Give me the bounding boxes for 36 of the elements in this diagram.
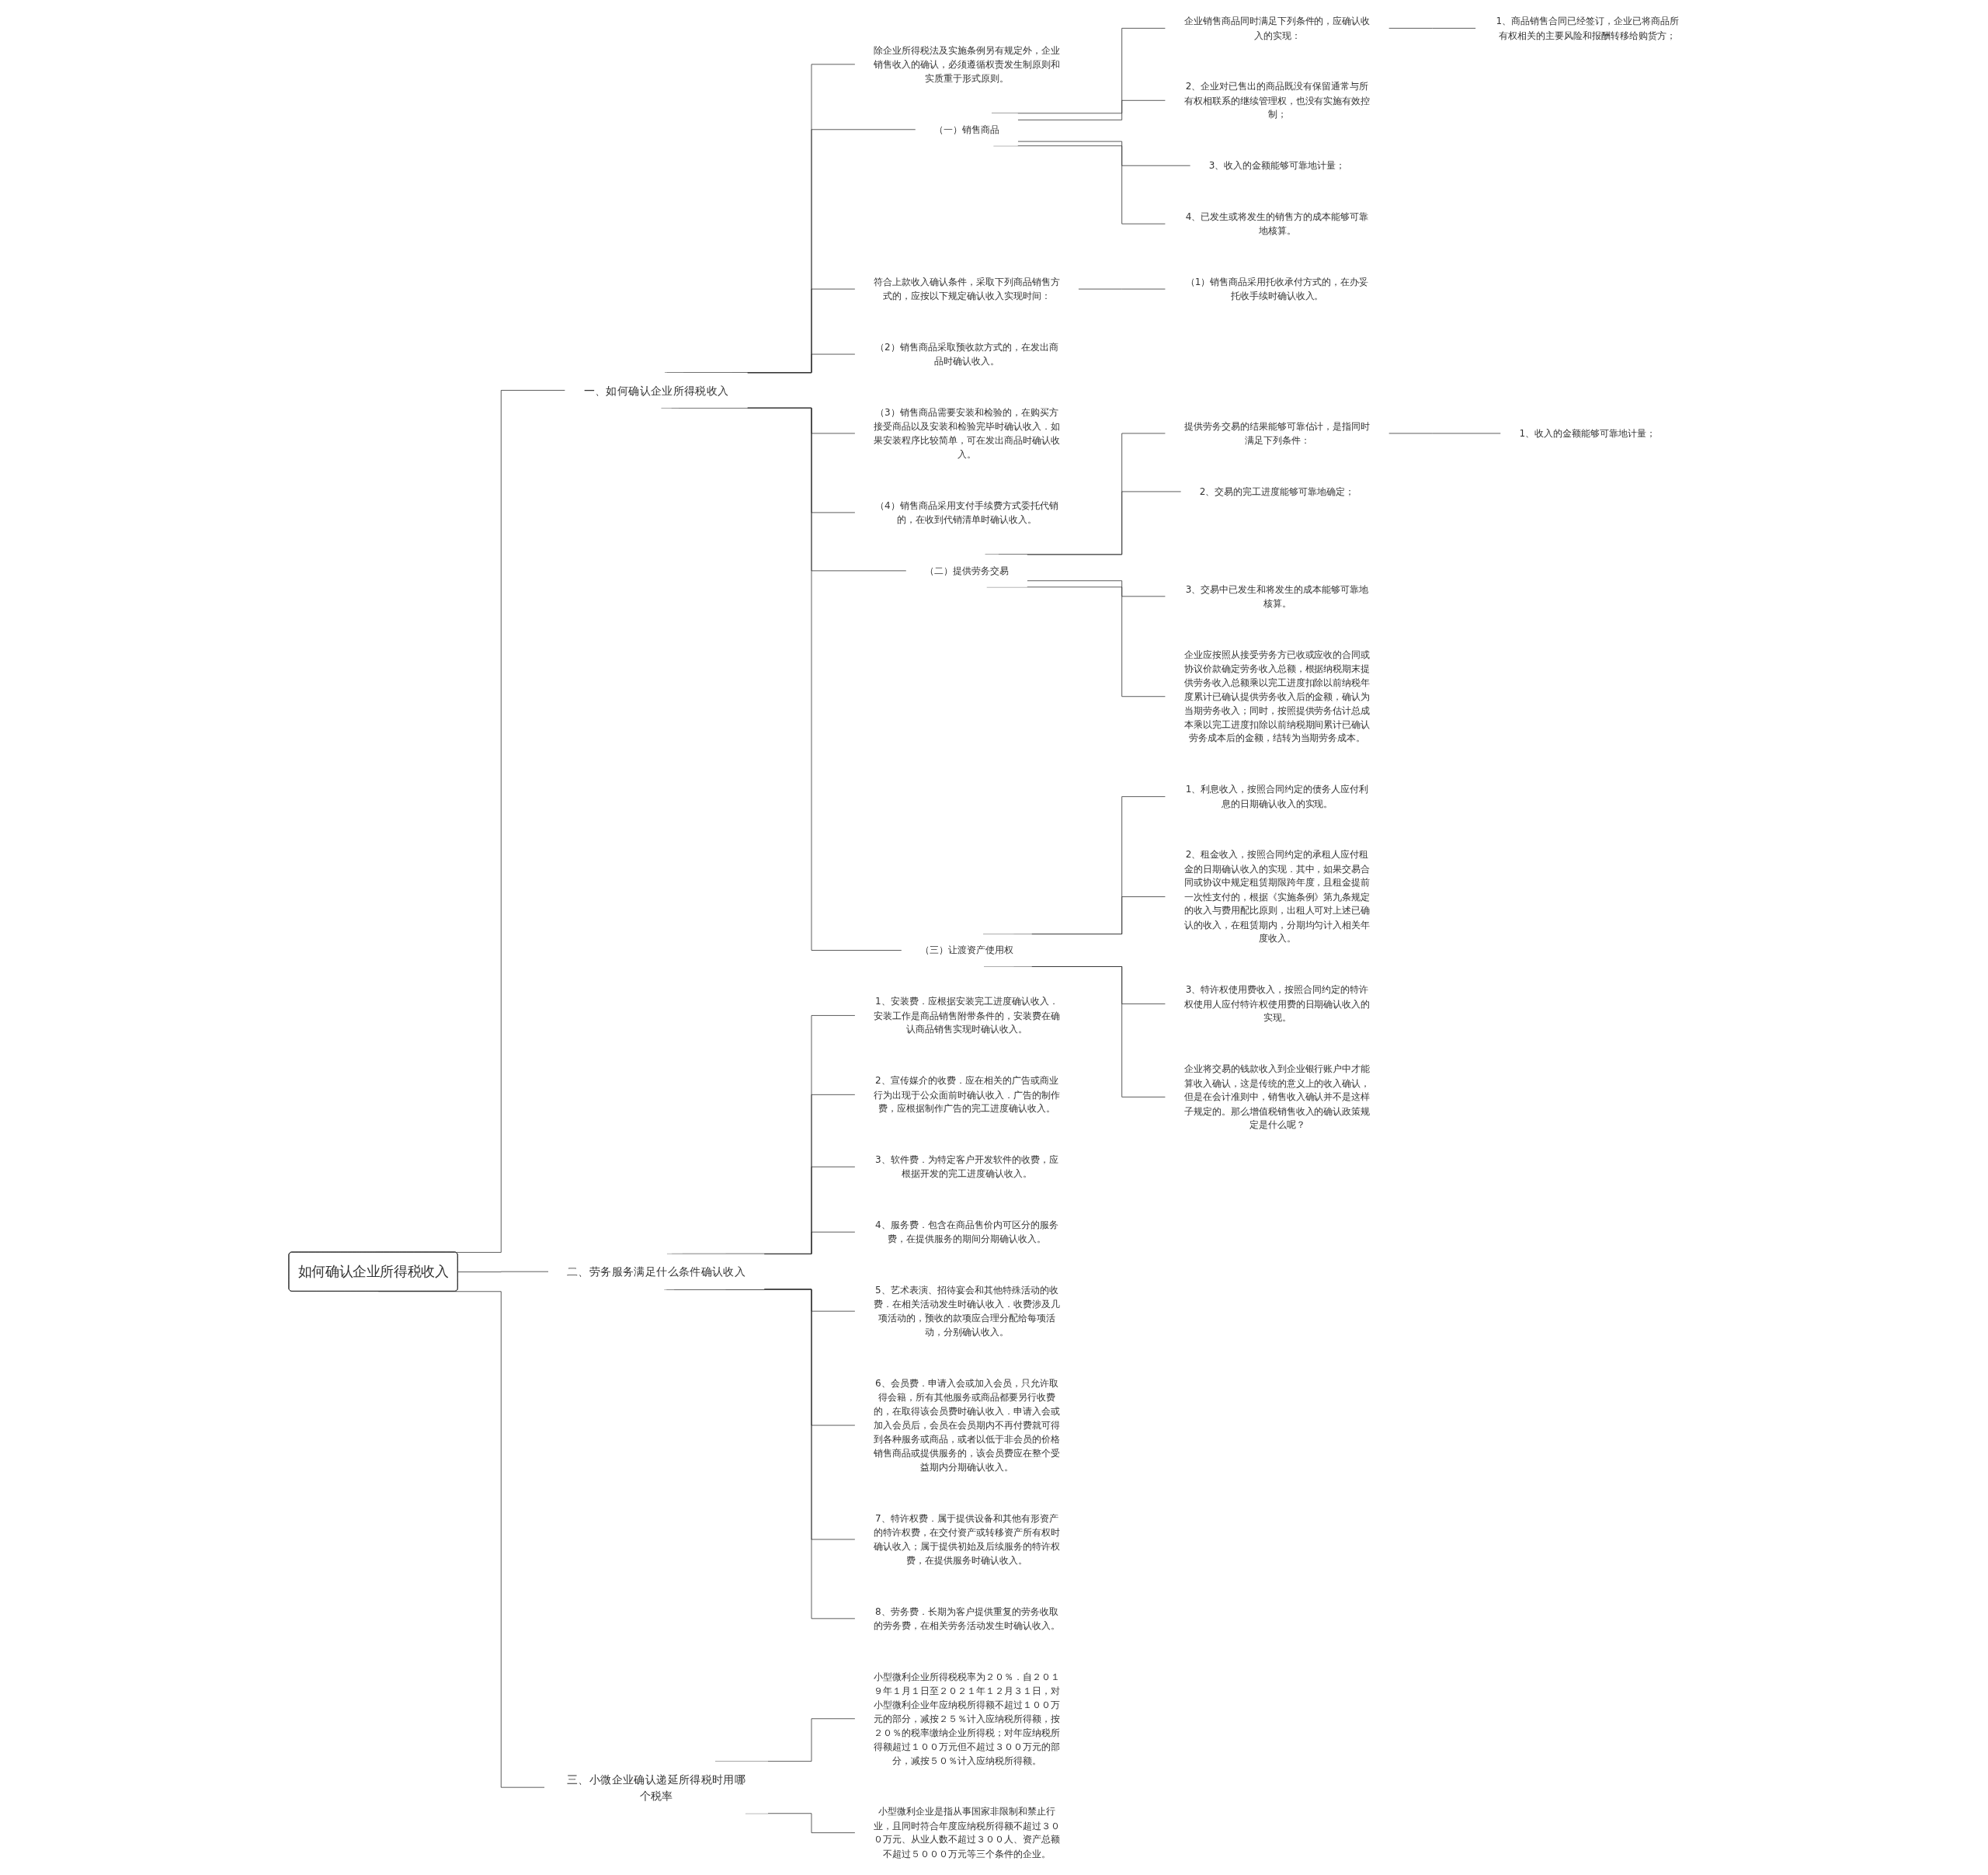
node-text: 3、特许权使用费收入，按照合同约定的特许权使用人应付特许权使用费的日期确认收入的实现。: [1183, 984, 1371, 1024]
node-text: 2、企业对已售出的商品既没有保留通常与所有权相联系的继续管理权，也没有实施有效控制；: [1183, 80, 1371, 120]
node-text: （3）销售商品需要安装和检验的，在购买方接受商品以及安装和检验完毕时确认收入．如果安装程序比较简单，可在发出商品时确认收入。: [873, 406, 1060, 460]
connector: [663, 1289, 856, 1619]
connector: [1027, 580, 1166, 597]
node-text: 4、服务费．包含在商品售价内可区分的服务费，在提供服务的期间分期确认收入。: [875, 1219, 1058, 1245]
node-text: 提供劳务交易的结果能够可靠估计，是指同时满足下列条件：: [1183, 420, 1371, 446]
node-text: 6、会员费．申请入会或加入会员，只允许取得会籍，所有其他服务或商品都要另行收费的，在取得该会员费时确认收入．申请入会或加入会员后，会员在会员期内不再付费就可得到各种服务或商品，或者以低于非会员的价格销售商品或提供服务的，该会员费应在整个受益期内分期确认收入。: [873, 1377, 1060, 1473]
node-text: 小型微利企业所得税税率为２０％．自２０１９年１月１日至２０２１年１２月３１日，对小型微利企业年应纳税所得额不超过１００万元的部分，减按２５％计入应纳税所得额，按２０％的税率缴纳企业所得税；对年应纳税所得额超过１００万元但不超过３００万元的部分，减按５０％计入应纳税所得额。: [873, 1671, 1060, 1766]
node-text: 企业销售商品同时满足下列条件的，应确认收入的实现：: [1183, 15, 1371, 41]
node-text: 小型微利企业是指从事国家非限制和禁止行业，且同时符合年度应纳税所得额不超过３００万元、从业人数不超过３００人、资产总额不超过５０００万元等三个条件的企业。: [873, 1806, 1060, 1859]
node-text: 5、艺术表演、招待宴会和其他特殊活动的收费．在相关活动发生时确认收入．收费涉及几项活动的，预收的款项应合理分配给每项活动，分别确认收入。: [873, 1284, 1060, 1338]
node-text: （4）销售商品采用支付手续费方式委托代销的，在收到代销清单时确认收入。: [875, 499, 1058, 525]
node-text: 2、租金收入，按照合同约定的承租人应付租金的日期确认收入的实现．其中，如果交易合同或协议中规定租赁期限跨年度，且租金提前一次性支付的，根据《实施条例》第九条规定的收入与费用配比原则，出租人可对上述已确认的收入，在租赁期内，分期均匀计入相关年度收入。: [1183, 849, 1371, 944]
node-text: 1、利息收入，按照合同约定的债务人应付利息的日期确认收入的实现。: [1185, 784, 1369, 809]
node-text: 企业应按照从接受劳务方已收或应收的合同或协议价款确定劳务收入总额，根据纳税期末提供劳务收入总额乘以完工进度扣除以前纳税年度累计已确认提供劳务收入后的金额，确认为当期劳务收入；同时，按照提供劳务估计总成本乘以完工进度扣除以前纳税期间累计已确认劳务成本后的金额，结转为当期劳务成本。: [1183, 649, 1371, 744]
connector: [457, 1271, 549, 1272]
node-text: （2）销售商品采取预收款方式的，在发出商品时确认收入。: [875, 341, 1058, 367]
node-text: 4、已发生或将发生的销售方的成本能够可靠地核算。: [1185, 210, 1369, 237]
connector: [1017, 141, 1191, 166]
node-text: 1、商品销售合同已经签订，企业已将商品所有权相关的主要风险和报酬转移给购货方；: [1496, 15, 1679, 41]
node-text: 2、交易的完工进度能够可靠地确定；: [1199, 485, 1355, 497]
node-text: 企业将交易的钱款收入到企业银行账户中才能算收入确认，这是传统的意义上的收入确认，但是在会计准则中，销售收入确认并不是这样子规定的。那么增值税销售收入的确认政策规定是什么呢？: [1183, 1063, 1371, 1131]
node-text: 符合上款收入确认条件，采取下列商品销售方式的，应按以下规定确认收入实现时间：: [873, 276, 1060, 302]
node-text: （1）销售商品采用托收承付方式的，在办妥托收手续时确认收入。: [1185, 276, 1369, 302]
connector: [1017, 99, 1166, 120]
node-text: 3、交易中已发生和将发生的成本能够可靠地核算。: [1185, 583, 1369, 609]
node-text: 3、收入的金额能够可靠地计量；: [1208, 159, 1346, 172]
node-text: 除企业所得税法及实施条例另有规定外，企业销售收入的确认，必须遵循权责发生制原则和实质重于形式原则。: [873, 44, 1060, 84]
node-text: 1、收入的金额能够可靠地计量；: [1519, 427, 1656, 439]
node-text: 8、劳务费．长期为客户提供重复的劳务收取的劳务费，在相关劳务活动发生时确认收入。: [873, 1605, 1060, 1631]
node-text: 7、特许权费．属于提供设备和其他有形资产的特许权费，在交付资产或转移资产所有权时确认收入；属于提供初始及后续服务的特许权费，在提供服务时确认收入。: [873, 1512, 1060, 1566]
connector: [1388, 27, 1476, 29]
node-text: 2、宣传媒介的收费．应在相关的广告或商业行为出现于公众面前时确认收入．广告的制作费，应根据制作广告的完工进度确认收入。: [873, 1074, 1060, 1115]
node-text: 1、安装费．应根据安装完工进度确认收入．安装工作是商品销售附带条件的，安装费在确认商品销售实现时确认收入。: [873, 996, 1060, 1035]
node-text: 3、软件费．为特定客户开发软件的收费，应根据开发的完工进度确认收入。: [875, 1153, 1058, 1180]
